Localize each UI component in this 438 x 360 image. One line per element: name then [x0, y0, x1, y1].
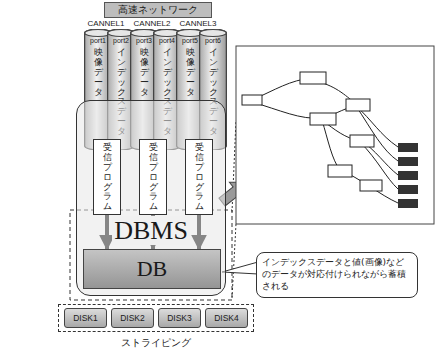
striping-group: ストライピング DISK1 DISK2 DISK3 DISK4: [58, 304, 254, 350]
receiver-box: 受信プログラム: [185, 139, 213, 215]
data-label: 映像データ: [94, 48, 103, 97]
db-label: DB: [137, 256, 168, 281]
receiver-label: 受信プログラム: [195, 143, 204, 212]
graph-terminal: [398, 199, 418, 208]
callout-tail: [222, 262, 258, 274]
graph-box: [350, 135, 374, 147]
graph-lines: [252, 78, 398, 203]
receiver-label: 受信プログラム: [103, 143, 112, 212]
graph-terminal: [398, 185, 418, 194]
graph-box: [300, 72, 326, 84]
striping-label: ストライピング: [121, 337, 191, 348]
network-band: 高速ネットワーク: [104, 2, 212, 18]
graph-line: [322, 120, 340, 170]
dbms-box: DBMS受信プログラム受信プログラム受信プログラムDB: [76, 100, 226, 296]
graph-terminal: [398, 171, 418, 180]
graph-box: [242, 95, 262, 105]
graph-box: [346, 99, 370, 111]
graph-terminal: [398, 143, 418, 152]
graph-line: [356, 106, 398, 161]
disk-label: DISK1: [73, 313, 98, 323]
disk-box: DISK1: [64, 308, 107, 328]
port-label: port6: [199, 36, 227, 45]
data-label: 映像データ: [140, 48, 149, 97]
graph-terminal: [398, 157, 418, 166]
receiver-box: 受信プログラム: [93, 139, 121, 215]
disk-box: DISK2: [111, 308, 154, 328]
disk-label: DISK4: [214, 313, 239, 323]
inset-frame: [236, 46, 434, 224]
channel-label: CANNEL2: [127, 19, 177, 29]
graph-box: [328, 165, 352, 177]
data-label: 映像データ: [186, 48, 195, 97]
db-box: DB: [83, 249, 221, 289]
dbms-label-wrap: DBMS: [77, 217, 225, 245]
disk-label: DISK2: [120, 313, 145, 323]
disk-box: DISK3: [158, 308, 201, 328]
graph-terminals: [398, 143, 418, 208]
striping-label-wrap: ストライピング: [58, 336, 254, 350]
network-label: 高速ネットワーク: [118, 4, 198, 15]
channel-label: CANNEL3: [173, 19, 223, 29]
channel-label: CANNEL1: [81, 19, 131, 29]
receiver-box: 受信プログラム: [139, 139, 167, 215]
dotted-leader: [232, 224, 236, 298]
callout-text: インデックスデータと値(画像)などのデータが対応付けられながら蓄積される: [262, 257, 406, 291]
graph-box: [310, 113, 336, 125]
dbms-label: DBMS: [112, 216, 190, 245]
receiver-label: 受信プログラム: [149, 143, 158, 212]
callout-box: インデックスデータと値(画像)などのデータが対応付けられながら蓄積される: [256, 252, 418, 298]
disk-box: DISK4: [205, 308, 248, 328]
disk-label: DISK3: [167, 313, 192, 323]
tube-top: [200, 30, 227, 37]
graph-box: [360, 180, 382, 191]
graph-boxes: [242, 72, 382, 191]
